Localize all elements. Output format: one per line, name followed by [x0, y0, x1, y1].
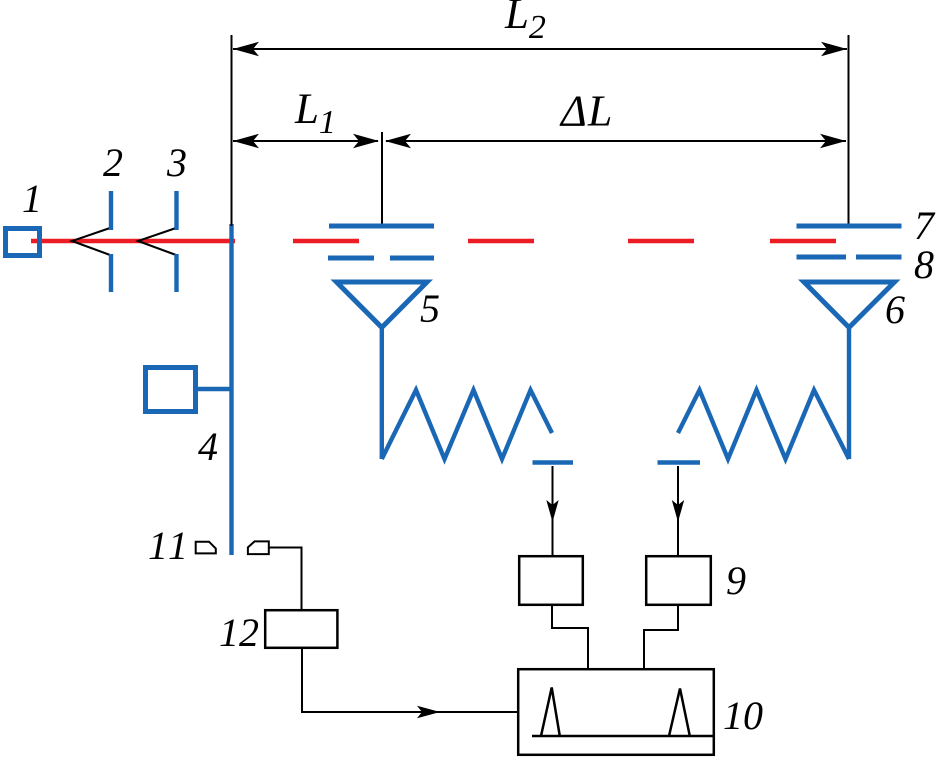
svg-text:L1: L1: [294, 86, 336, 141]
svg-text:10: 10: [723, 693, 763, 738]
svg-text:3: 3: [166, 140, 187, 185]
svg-text:11: 11: [148, 523, 191, 568]
svg-text:12: 12: [219, 610, 259, 655]
svg-text:4: 4: [198, 424, 218, 469]
svg-text:1: 1: [22, 176, 42, 221]
svg-text:7: 7: [914, 203, 936, 248]
svg-text:5: 5: [420, 286, 440, 331]
svg-text:8: 8: [914, 242, 934, 287]
svg-text:ΔL: ΔL: [559, 87, 613, 136]
svg-text:6: 6: [885, 287, 905, 332]
svg-text:L2: L2: [504, 0, 546, 46]
svg-text:9: 9: [726, 558, 746, 603]
svg-text:2: 2: [103, 140, 123, 185]
